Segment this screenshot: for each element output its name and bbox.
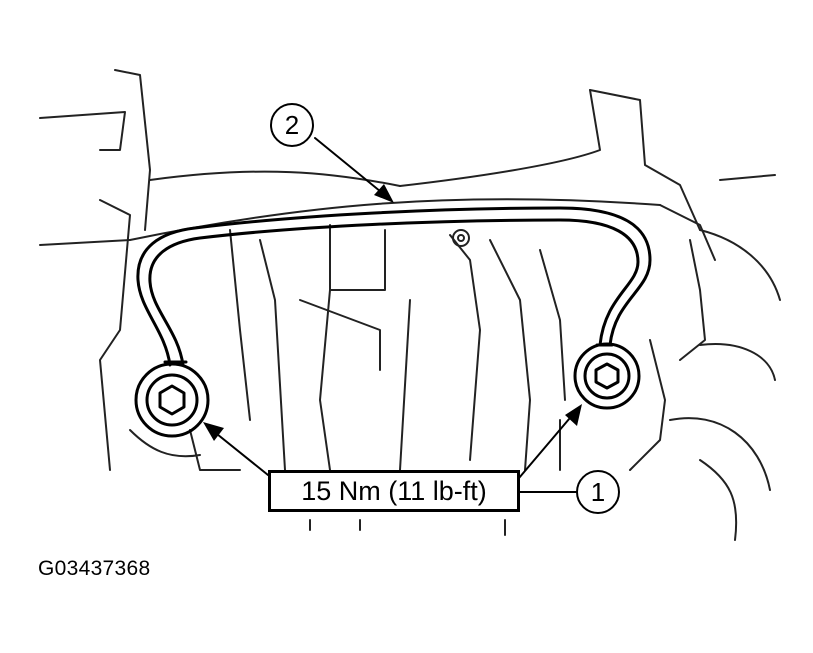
figure-id: G03437368 (38, 557, 151, 580)
callout-1-number: 1 (590, 476, 606, 507)
crossover-tube (136, 206, 652, 367)
callout-2: 2 (270, 103, 314, 147)
leader-arrowheads (203, 184, 582, 441)
left-fitting-bolt (134, 362, 210, 438)
leader-lines (211, 137, 577, 493)
callout-2-number: 2 (284, 109, 300, 140)
engine-structure (39, 69, 781, 541)
torque-spec-text: 15 Nm (11 lb-ft) (301, 475, 487, 506)
right-fitting-bolt (573, 342, 641, 410)
callout-1: 1 (576, 470, 620, 514)
torque-spec-label: 15 Nm (11 lb-ft) (268, 470, 520, 512)
